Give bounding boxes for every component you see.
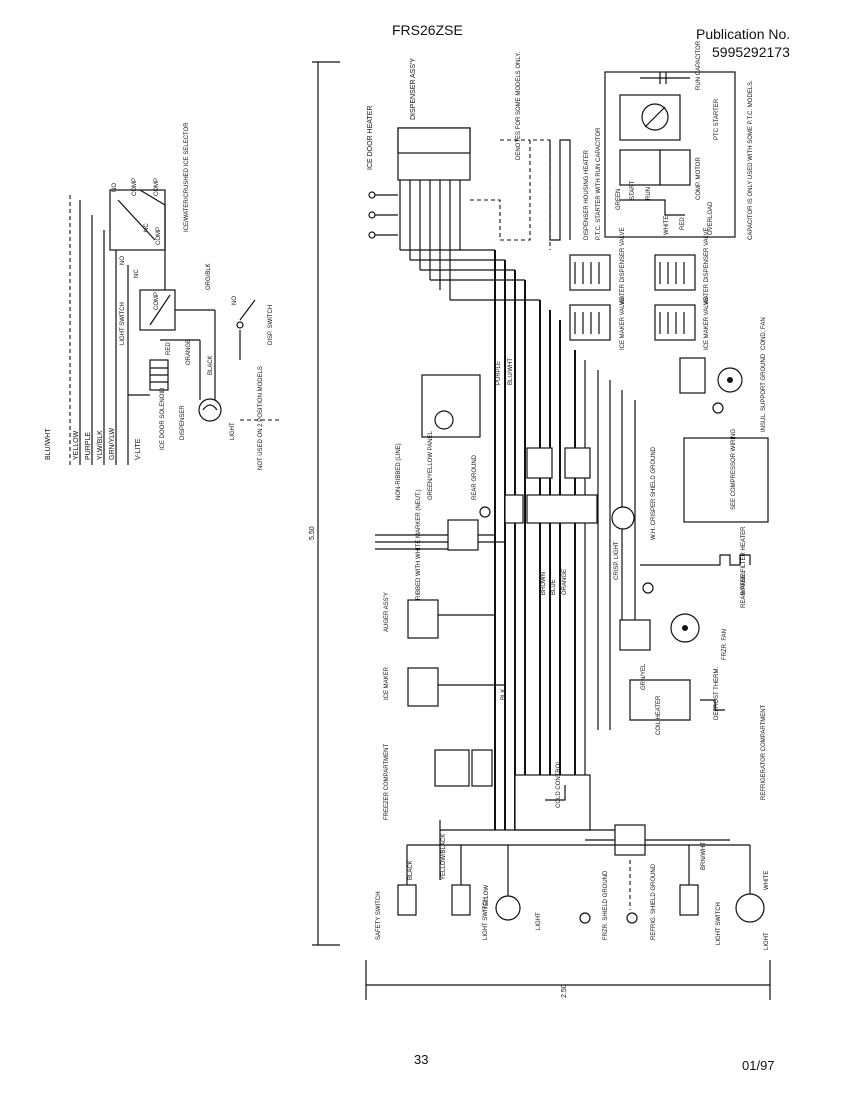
freezer-compartment-label: FREEZER COMPARTMENT <box>384 744 390 820</box>
wire-label: PURPLE <box>85 432 92 460</box>
brn-wht-label: BRN/WHT <box>701 842 707 870</box>
comp-label: COMP <box>154 292 160 310</box>
housing-heater-label: DISPENSER HOUSING HEATER <box>584 149 590 240</box>
ribbed-label: RIBBED WITH WHITE MARKER (NEUT.) <box>416 489 422 600</box>
some-models-label: DENOTES FOR SOME MODELS ONLY. <box>516 52 522 160</box>
ice-maker-valve-label: ICE MAKER VALVE <box>620 297 626 350</box>
blu-wht-label: BLU/WHT <box>508 358 514 385</box>
disp-switch-label: DISP. SWITCH <box>268 305 274 345</box>
ice-door-heater-label: ICE DOOR HEATER <box>367 106 374 170</box>
rear-ground-label: REAR GROUND <box>472 454 478 500</box>
frzr-fan-label: FRZR. FAN <box>722 629 728 660</box>
brown-label: BROWN <box>541 572 547 595</box>
green-label: GREEN <box>616 189 622 210</box>
insul-ground-label: INSUL. SUPPORT GROUND <box>761 353 767 432</box>
light-switch-2-label: LIGHT SWITCH <box>716 902 722 945</box>
crisp-light-label: CRISP. LIGHT <box>614 541 620 580</box>
dispenser-label: DISPENSER <box>180 405 186 440</box>
publication-label: Publication No. <box>696 26 791 42</box>
frzr-shield-label: FRZR. SHIELD GROUND <box>603 870 609 940</box>
red-label: RED <box>680 217 686 230</box>
publication-number: 5995292173 <box>712 44 790 60</box>
cold-control-label: COLD CONTROL <box>556 760 562 808</box>
black-label: BLACK <box>208 355 214 375</box>
width-dimension: 2.50 <box>561 984 568 998</box>
no-label: NO <box>112 183 118 192</box>
white-label: WHITE <box>664 216 670 235</box>
dispenser-assy-label: DISPENSER ASS'Y <box>410 58 417 120</box>
water-valve-label-2: WATER DISPENSER VALVE <box>704 228 710 305</box>
blue-label: BLUE <box>551 579 557 595</box>
page-date: 01/97 <box>742 1058 775 1073</box>
model-number: FRS26ZSE <box>392 22 463 38</box>
light-2-label: LIGHT <box>764 932 770 950</box>
defrost-therm-label: DEFROST THERM. <box>714 667 720 720</box>
comp-label: COMP <box>154 178 160 196</box>
note-label: NOT USED ON 2 POSITION MODELS <box>258 366 264 470</box>
wire-label: YLW/BLK <box>97 430 104 460</box>
purple-label: PURPLE <box>496 361 502 385</box>
selector-label: ICE/WATER/CRUSHED ICE SELECTOR <box>184 122 190 232</box>
wire-label: YELLOW <box>73 430 80 460</box>
main-wiring <box>368 71 769 924</box>
crisper-ground-label: W.H. CRISPER SHIELD GROUND <box>651 446 657 540</box>
wire-label: GRN/YLW <box>109 427 116 460</box>
nc-label: NC <box>134 269 140 278</box>
safety-switch-label: SAFETY SWITCH <box>376 891 382 940</box>
ptc-starter-label: P.T.C. STARTER WITH RUN CAPACITOR <box>596 127 602 240</box>
run-label: RUN <box>646 187 652 200</box>
main-labels: ICE DOOR HEATER DISPENSER ASS'Y DENOTES … <box>367 40 770 950</box>
page-number: 33 <box>414 1052 429 1067</box>
yellow-label: YELLOW <box>484 885 490 910</box>
auger-assy-label: AUGER ASS'Y <box>384 592 390 632</box>
dispenser-switch-diagram: BLU/WHT YELLOW PURPLE YLW/BLK GRN/YLW V-… <box>45 122 280 470</box>
overload-label: OVERLOAD <box>708 201 714 235</box>
white-2-label: WHITE <box>764 871 770 890</box>
ice-maker-label: ICE MAKER <box>384 666 390 700</box>
light-switch-label: LIGHT SWITCH <box>483 897 489 940</box>
red-label: RED <box>166 342 172 355</box>
non-ribbed-label: NON-RIBBED (LINE) <box>396 443 402 500</box>
refrig-shield-label: REFRIG. SHIELD GROUND <box>651 863 657 940</box>
rear-panel-label: REAR PANEL <box>741 570 747 608</box>
light-label: LIGHT <box>230 422 236 440</box>
black-label: BLACK <box>408 860 414 880</box>
grn-yel-label: GRN/YEL <box>641 663 647 690</box>
start-label: START <box>630 181 636 200</box>
comp-label: COMP <box>156 227 162 245</box>
wire-label: V-LITE <box>135 438 142 460</box>
height-dimension: 5.50 <box>309 526 316 540</box>
ice-maker-valve-label-2: ICE MAKER VALVE <box>704 297 710 350</box>
no-label: NO <box>120 256 126 265</box>
orange-label: ORANGE <box>186 339 192 365</box>
light-switch-label: LIGHT SWITCH <box>120 302 126 345</box>
light-label: LIGHT <box>536 912 542 930</box>
yellow-black-label: YELLOW/BLACK <box>441 834 447 880</box>
org-blk-label: ORG/BLK <box>206 263 212 290</box>
nc-label: NC <box>144 223 150 232</box>
comp-motor-label: COMP. MOTOR <box>696 157 702 200</box>
no-label: NO <box>232 296 238 305</box>
blk-label: BLK <box>501 689 507 700</box>
dimension-lines: 5.50 2.50 <box>309 61 771 1000</box>
orange-label: ORANGE <box>562 569 568 595</box>
wire-label: BLU/WHT <box>45 428 52 460</box>
comp-label: COMP <box>132 178 138 196</box>
solenoid-label: ICE DOOR SOLENOID <box>160 387 166 450</box>
water-valve-label: WATER DISPENSER VALVE <box>620 228 626 305</box>
capacitor-note: CAPACITOR IS ONLY USED WITH SOME P.T.C. … <box>748 80 754 240</box>
run-capacitor-label: RUN CAPACITOR <box>696 40 702 90</box>
green-yellow-panel-label: GREEN/YELLOW PANEL <box>428 430 434 500</box>
water-filter-heater-label: WATER FILTER HEATER <box>741 526 747 595</box>
refrigerator-compartment-label: REFRIGERATOR COMPARTMENT <box>761 704 767 800</box>
coil-heater-label: COIL HEATER <box>656 695 662 735</box>
ptc-starter-short-label: PTC STARTER <box>714 98 720 140</box>
compressor-wiring-label: SEE COMPRESSOR WIRING <box>731 429 737 510</box>
cond-fan-label: COND. FAN <box>761 317 767 350</box>
